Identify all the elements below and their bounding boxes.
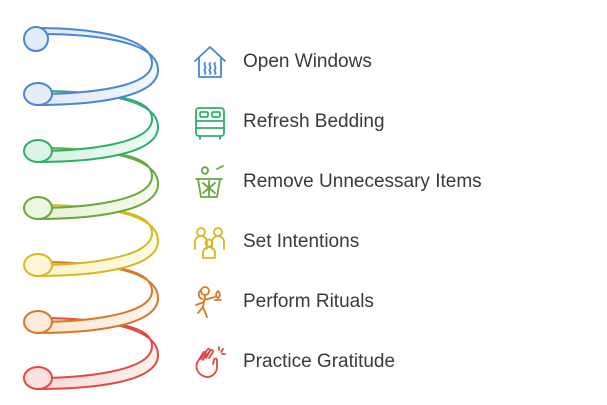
step-refresh-bedding: Refresh Bedding [190, 100, 385, 144]
spiral-segment-refresh-bedding [23, 90, 159, 163]
step-label: Remove Unnecessary Items [243, 171, 482, 192]
step-set-intentions: Set Intentions [190, 220, 359, 264]
person-ritual-icon [190, 282, 230, 322]
step-label: Open Windows [243, 51, 372, 72]
spiral-segment-perform-rituals [23, 261, 159, 334]
basket-icon [190, 162, 230, 202]
spiral-segment-practice-gratitude [23, 317, 159, 390]
step-remove-items: Remove Unnecessary Items [190, 160, 482, 204]
spiral-segment-set-intentions [23, 204, 159, 277]
spiral-segment-remove-items [23, 147, 159, 220]
step-label: Refresh Bedding [243, 111, 385, 132]
step-practice-gratitude: Practice Gratitude [190, 340, 395, 384]
step-label: Practice Gratitude [243, 351, 396, 372]
house-heat-icon [190, 42, 230, 82]
bed-icon [190, 102, 230, 142]
people-group-icon [190, 222, 230, 262]
step-open-windows: Open Windows [190, 40, 372, 84]
step-label: Perform Rituals [243, 291, 374, 312]
spiral-segment-open-windows [23, 26, 159, 106]
step-label: Set Intentions [243, 231, 360, 252]
spiral-diagram [23, 26, 159, 390]
step-perform-rituals: Perform Rituals [190, 280, 374, 324]
clapping-hands-icon [190, 342, 230, 382]
